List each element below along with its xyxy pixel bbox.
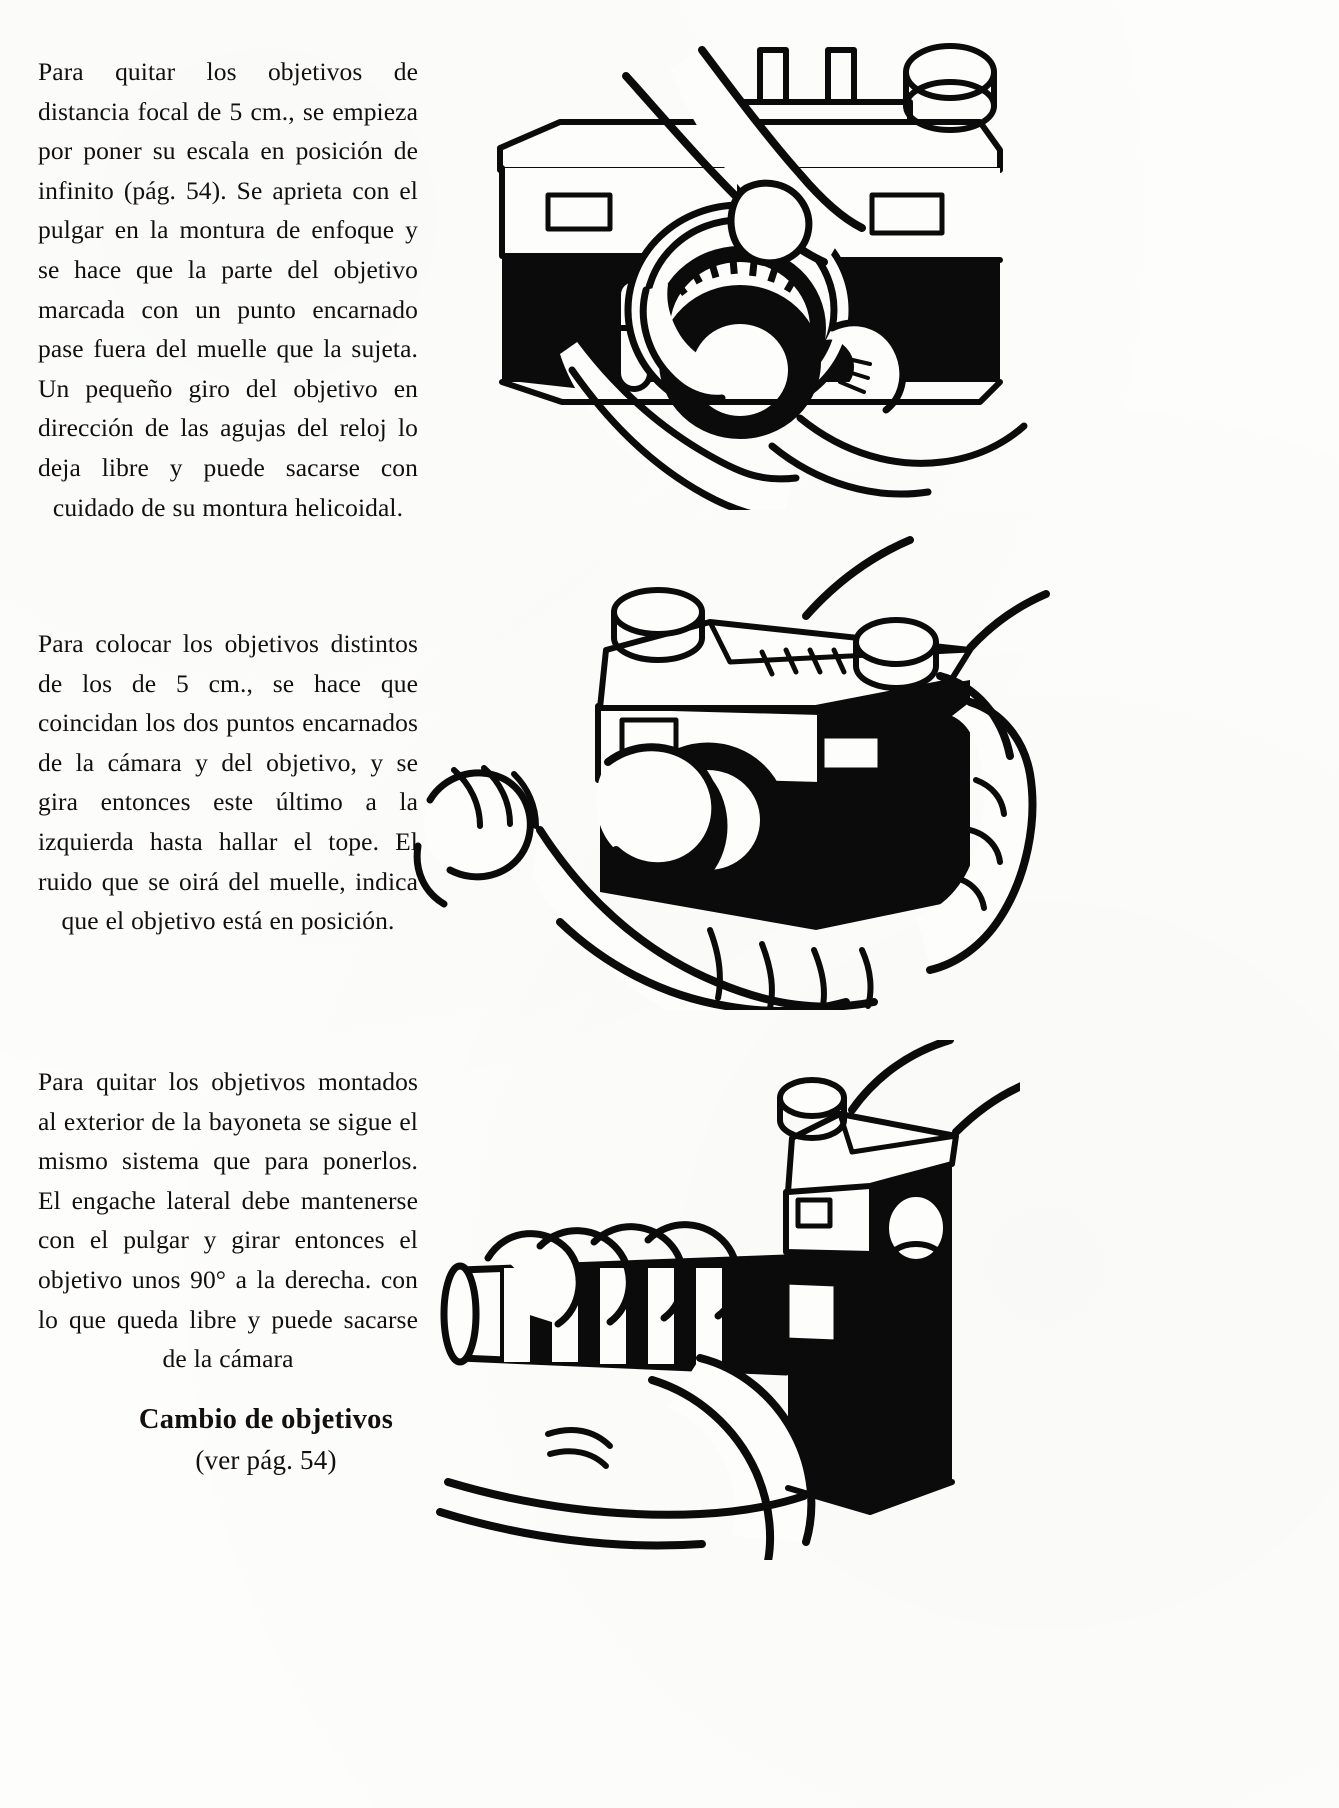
caption-subtitle: (ver pág. 54) [195,1445,337,1475]
paragraph-text: Para colocar los objetivos distintos de … [38,629,418,936]
figure-bayonet-lens [400,1040,1020,1560]
figure-mount-lens [410,530,1050,1010]
illustration-column [400,0,1339,1808]
paragraph-remove-5cm-lens: Para quitar los objetivos de distancia f… [38,52,418,527]
figure-remove-lens [440,10,1040,510]
paragraph-mount-other-lenses: Para colocar los objetivos distintos de … [38,624,418,941]
paragraph-text: Para quitar los objetivos montados al ex… [38,1067,418,1374]
figure-caption: Cambio de objetivos (ver pág. 54) [76,1400,456,1480]
paragraph-text: Para quitar los objetivos de distancia f… [38,57,418,522]
text-column: Para quitar los objetivos de distancia f… [38,0,418,1808]
caption-title: Cambio de objetivos [138,1404,394,1435]
paragraph-remove-bayonet-lenses: Para quitar los objetivos montados al ex… [38,1062,418,1379]
